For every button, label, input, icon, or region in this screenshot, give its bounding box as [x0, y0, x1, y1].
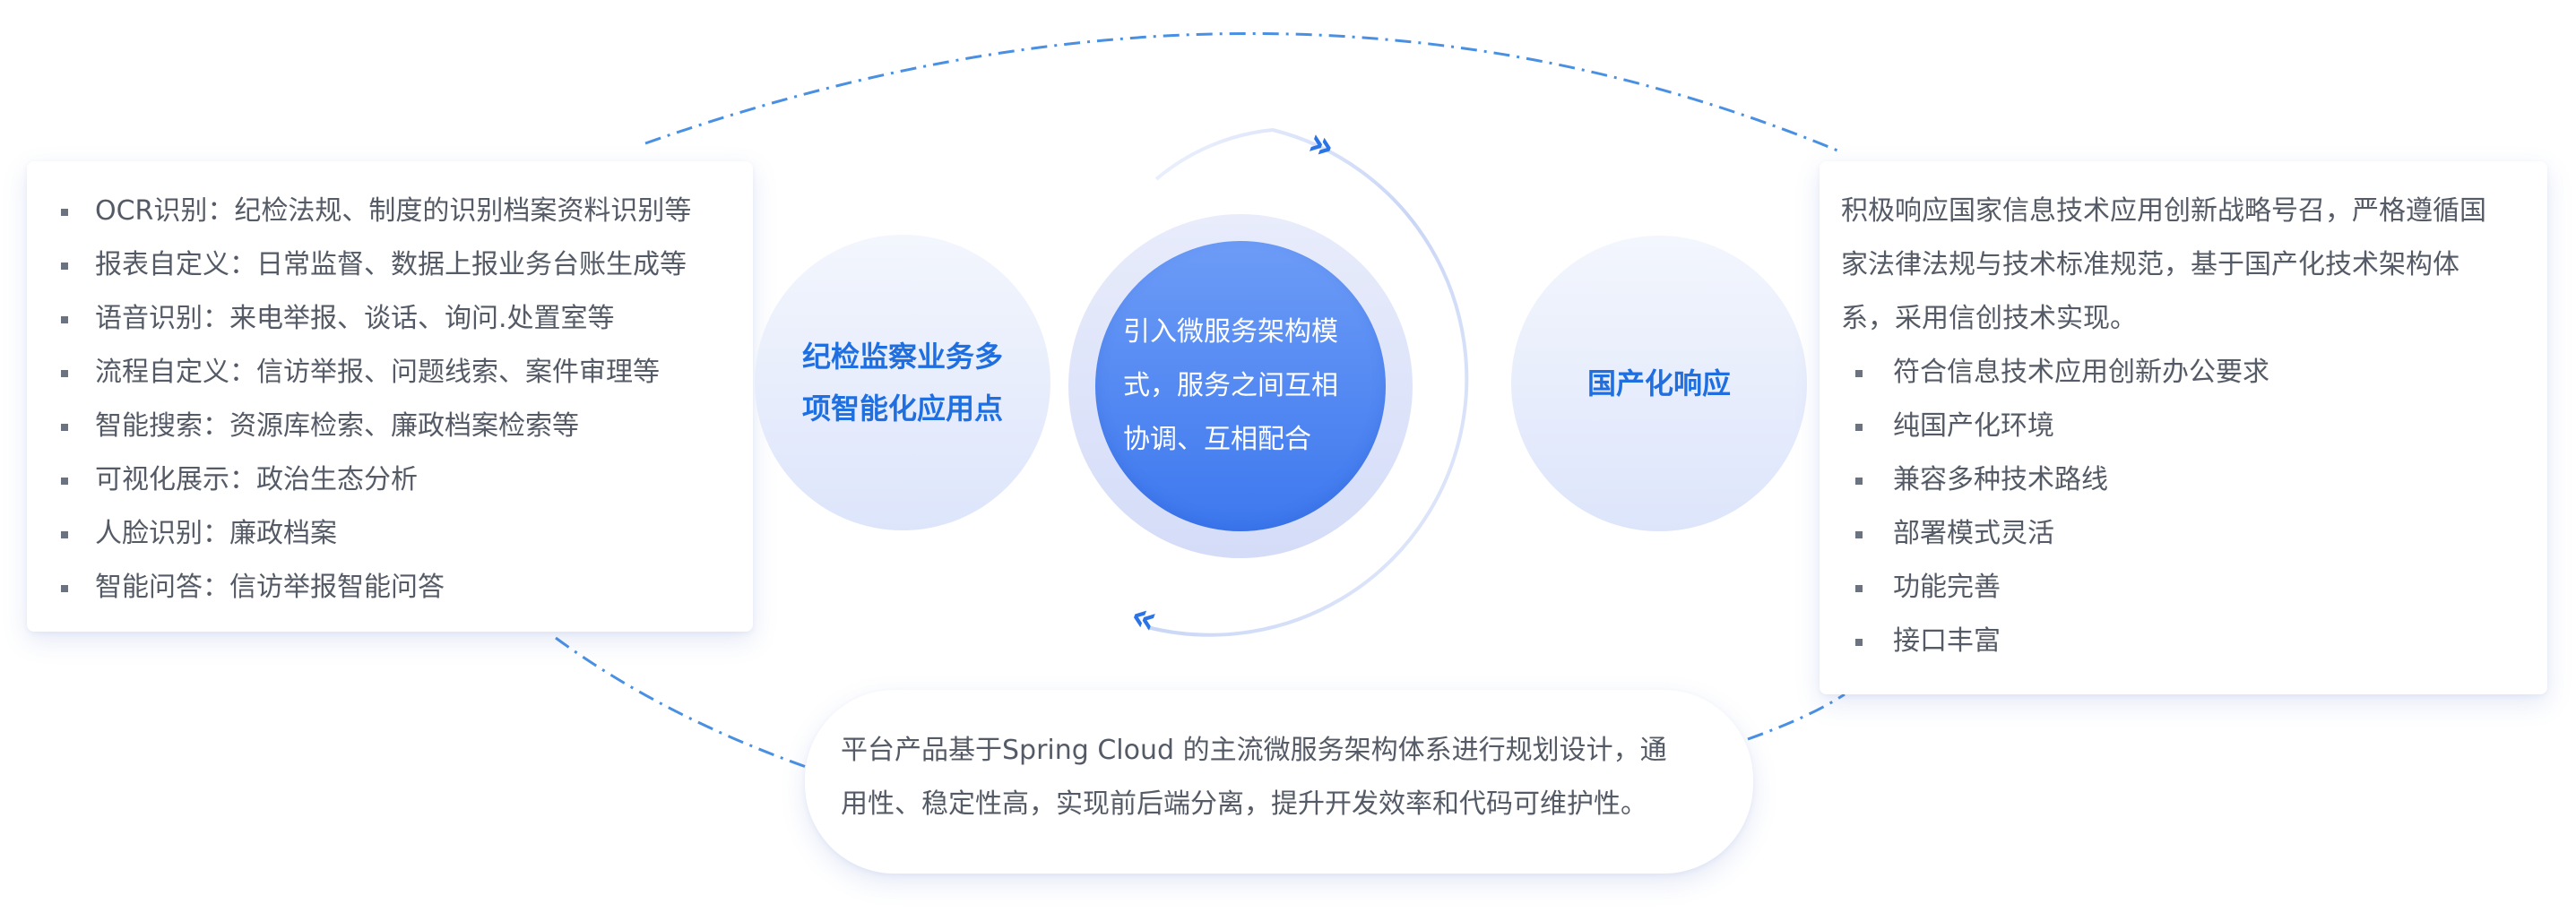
left-list-item: 流程自定义：信访举报、问题线索、案件审理等	[61, 346, 753, 400]
left-list-item: 智能问答：信访举报智能问答	[61, 561, 753, 615]
left-list-item: 报表自定义：日常监督、数据上报业务台账生成等	[61, 238, 753, 292]
localization-label: 国产化响应	[1586, 366, 1731, 400]
left-list-item-text: 语音识别：来电举报、谈话、询问.处置室等	[95, 303, 615, 334]
left-list-item-text: 可视化展示：政治生态分析	[95, 464, 418, 495]
left-list-item-text: 报表自定义：日常监督、数据上报业务台账生成等	[95, 249, 687, 280]
right-list-item-text: 兼容多种技术路线	[1893, 464, 2108, 495]
spring-cloud-description-line: 平台产品基于Spring Cloud 的主流微服务架构体系进行规划设计，通	[841, 735, 1667, 766]
localization-intro: 积极响应国家信息技术应用创新战略号召，严格遵循国 家法律法规与技术标准规范，基于…	[1820, 161, 2547, 346]
microservice-core-label-line: 引入微服务架构模	[1123, 316, 1338, 348]
double-chevron-left-icon: «	[1124, 591, 1164, 644]
left-list-item-text: OCR识别：纪检法规、制度的识别档案资料识别等	[95, 195, 692, 227]
smart-application-label: 纪检监察业务多 项智能化应用点	[795, 331, 1010, 435]
spring-cloud-description-line: 用性、稳定性高，实现前后端分离，提升开发效率和代码可维护性。	[841, 788, 1647, 820]
square-bullet-icon	[1855, 424, 1863, 431]
microservice-core-circle: 引入微服务架构模 式，服务之间互相 协调、互相配合	[1095, 241, 1386, 531]
right-list-item-text: 符合信息技术应用创新办公要求	[1893, 357, 2269, 388]
square-bullet-icon	[61, 478, 68, 485]
right-list-item-text: 部署模式灵活	[1893, 518, 2054, 549]
square-bullet-icon	[1855, 531, 1863, 538]
localization-intro-line: 积极响应国家信息技术应用创新战略号召，严格遵循国	[1841, 195, 2486, 227]
square-bullet-icon	[61, 316, 68, 323]
microservice-core-label-line: 协调、互相配合	[1123, 424, 1311, 455]
left-list-item: 语音识别：来电举报、谈话、询问.处置室等	[61, 292, 753, 346]
left-list-item: OCR识别：纪检法规、制度的识别档案资料识别等	[61, 185, 753, 238]
left-list-item: 人脸识别：廉政档案	[61, 507, 753, 561]
right-list-item: 接口丰富	[1855, 615, 2547, 668]
square-bullet-icon	[1855, 639, 1863, 646]
square-bullet-icon	[1855, 478, 1863, 485]
localization-card: 积极响应国家信息技术应用创新战略号召，严格遵循国 家法律法规与技术标准规范，基于…	[1820, 161, 2547, 694]
left-list-item-text: 人脸识别：廉政档案	[95, 518, 337, 549]
right-list-item-text: 接口丰富	[1893, 625, 2001, 657]
right-list-item-text: 功能完善	[1893, 572, 2001, 603]
right-list-item: 部署模式灵活	[1855, 507, 2547, 561]
left-list-item-text: 智能问答：信访举报智能问答	[95, 572, 445, 603]
localization-circle: 国产化响应	[1511, 236, 1807, 531]
double-chevron-right-icon: »	[1301, 118, 1342, 171]
spring-cloud-description: 平台产品基于Spring Cloud 的主流微服务架构体系进行规划设计，通 用性…	[805, 690, 1753, 831]
right-list-item: 纯国产化环境	[1855, 400, 2547, 453]
right-list-item: 兼容多种技术路线	[1855, 453, 2547, 507]
square-bullet-icon	[61, 209, 68, 216]
smart-application-circle: 纪检监察业务多 项智能化应用点	[755, 235, 1050, 530]
smart-application-label-line: 纪检监察业务多	[801, 340, 1003, 374]
square-bullet-icon	[61, 263, 68, 270]
square-bullet-icon	[61, 424, 68, 431]
spring-cloud-card: 平台产品基于Spring Cloud 的主流微服务架构体系进行规划设计，通 用性…	[805, 690, 1753, 874]
left-list-item: 智能搜索：资源库检索、廉政档案检索等	[61, 400, 753, 453]
right-list-item: 功能完善	[1855, 561, 2547, 615]
left-list-item-text: 流程自定义：信访举报、问题线索、案件审理等	[95, 357, 660, 388]
left-feature-card: OCR识别：纪检法规、制度的识别档案资料识别等 报表自定义：日常监督、数据上报业…	[27, 161, 753, 632]
localization-intro-line: 家法律法规与技术标准规范，基于国产化技术架构体	[1841, 249, 2459, 280]
right-list-item-text: 纯国产化环境	[1893, 410, 2054, 442]
localization-feature-list: 符合信息技术应用创新办公要求 纯国产化环境 兼容多种技术路线 部署模式灵活 功能…	[1820, 346, 2547, 668]
right-list-item: 符合信息技术应用创新办公要求	[1855, 346, 2547, 400]
left-list-item: 可视化展示：政治生态分析	[61, 453, 753, 507]
square-bullet-icon	[61, 585, 68, 592]
localization-intro-line: 系，采用信创技术实现。	[1841, 303, 2137, 334]
square-bullet-icon	[1855, 585, 1863, 592]
square-bullet-icon	[61, 531, 68, 538]
microservice-core-label: 引入微服务架构模 式，服务之间互相 协调、互相配合	[1123, 306, 1358, 467]
microservice-core-label-line: 式，服务之间互相	[1123, 370, 1338, 401]
smart-application-label-line: 项智能化应用点	[801, 392, 1003, 426]
left-list-item-text: 智能搜索：资源库检索、廉政档案检索等	[95, 410, 579, 442]
square-bullet-icon	[1855, 370, 1863, 377]
square-bullet-icon	[61, 370, 68, 377]
left-feature-list: OCR识别：纪检法规、制度的识别档案资料识别等 报表自定义：日常监督、数据上报业…	[27, 161, 753, 615]
